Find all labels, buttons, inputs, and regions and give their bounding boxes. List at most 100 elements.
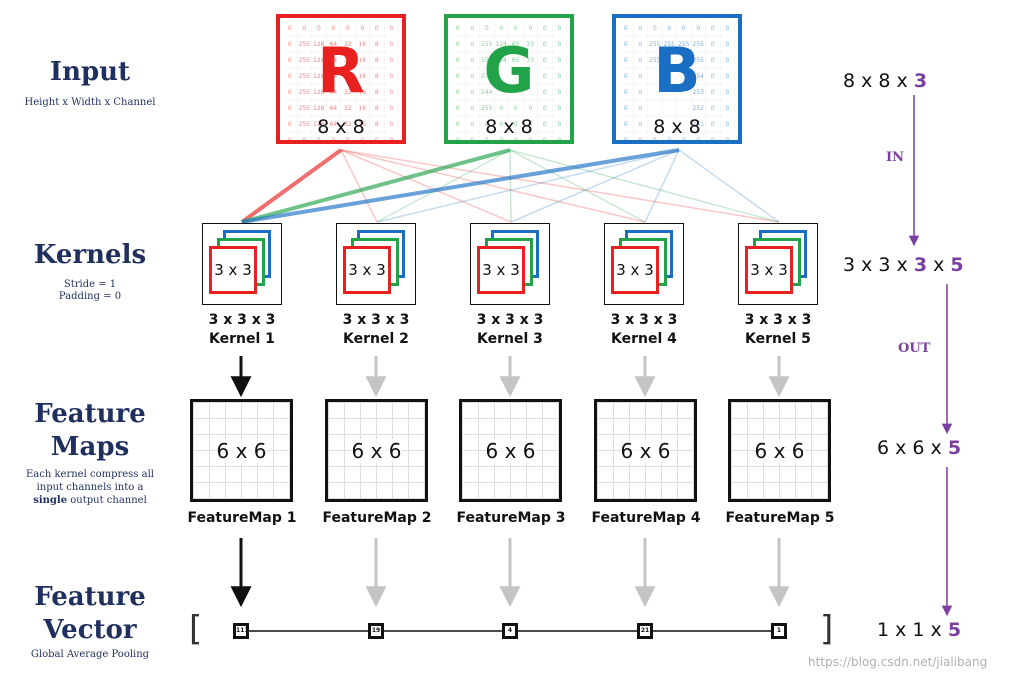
channel-value-cell: 8 bbox=[370, 69, 385, 85]
kernel-3-box: 3 x 3 bbox=[470, 223, 550, 305]
kernel-1-red-layer: 3 x 3 bbox=[209, 246, 257, 294]
channel-value-cell: 0 bbox=[385, 101, 400, 117]
channel-value-cell: 0 bbox=[480, 117, 495, 133]
channel-value-cell: 0 bbox=[312, 21, 327, 37]
channel-value-cell: 0 bbox=[283, 117, 298, 133]
channel-value-cell: 0 bbox=[538, 101, 553, 117]
vector-node-2: 19 bbox=[368, 623, 384, 639]
channel-value-cell: 0 bbox=[619, 85, 634, 101]
kernel-4-name: Kernel 4 bbox=[611, 331, 677, 347]
channel-value-cell: 0 bbox=[451, 69, 466, 85]
channel-value-cell: 155 bbox=[480, 53, 495, 69]
feature-map-1-dim: 6 x 6 bbox=[216, 438, 267, 463]
channel-value-cell: 0 bbox=[385, 37, 400, 53]
channel-value-cell: 128 bbox=[312, 85, 327, 101]
channel-value-cell: 8 bbox=[370, 37, 385, 53]
kernel-4-shape: 3 x 3 x 3 bbox=[610, 312, 678, 328]
channel-value-cell: 33 bbox=[524, 53, 539, 69]
channel-value-cell: 0 bbox=[480, 133, 495, 140]
vector-node-1: 111 bbox=[233, 623, 249, 639]
channel-value-cell: 0 bbox=[648, 133, 663, 140]
channel-value-cell: 128 bbox=[312, 53, 327, 69]
flow-label-in: IN bbox=[886, 150, 904, 165]
channel-value-cell: 0 bbox=[466, 85, 481, 101]
channel-value-cell: 255 bbox=[663, 37, 678, 53]
feature-map-3-dim: 6 x 6 bbox=[485, 438, 536, 463]
channel-value-cell: 128 bbox=[312, 69, 327, 85]
channel-value-cell: 32 bbox=[341, 53, 356, 69]
feature-map-5-box: 6 x 6 bbox=[728, 399, 831, 502]
channel-value-cell: 0 bbox=[283, 85, 298, 101]
channel-value-cell: 0 bbox=[634, 85, 649, 101]
channel-value-cell: 0 bbox=[706, 21, 721, 37]
channel-value-cell: 244 bbox=[480, 85, 495, 101]
channel-value-cell: 0 bbox=[721, 37, 736, 53]
channel-value-cell: 255 bbox=[298, 101, 313, 117]
channel-value-cell: 0 bbox=[385, 21, 400, 37]
feature-map-4-dim: 6 x 6 bbox=[620, 438, 671, 463]
dim-feature-maps-base: 6 x 6 x bbox=[877, 437, 948, 459]
feature-map-1-box: 6 x 6 bbox=[190, 399, 293, 502]
channel-value-cell: 0 bbox=[634, 117, 649, 133]
channel-value-cell: 0 bbox=[341, 21, 356, 37]
channel-value-cell: 0 bbox=[509, 133, 524, 140]
channel-r-letter: R bbox=[317, 34, 365, 107]
feature-map-2-name: FeatureMap 2 bbox=[322, 510, 432, 526]
channel-value-cell: 0 bbox=[706, 53, 721, 69]
channel-value-cell: 8 bbox=[370, 101, 385, 117]
channel-value-cell: 0 bbox=[553, 21, 568, 37]
channel-value-cell: 0 bbox=[356, 21, 371, 37]
channel-value-cell: 0 bbox=[721, 69, 736, 85]
channel-value-cell: 65 bbox=[509, 53, 524, 69]
feature-map-4-name: FeatureMap 4 bbox=[591, 510, 701, 526]
kernel-1-shape: 3 x 3 x 3 bbox=[208, 312, 276, 328]
channel-value-cell: 0 bbox=[466, 101, 481, 117]
channel-value-cell: 0 bbox=[538, 69, 553, 85]
channel-value-cell: 0 bbox=[524, 117, 539, 133]
channel-value-cell: 0 bbox=[634, 53, 649, 69]
channel-value-cell: 16 bbox=[356, 101, 371, 117]
faint-lines-blue bbox=[376, 149, 780, 223]
channel-value-cell: 0 bbox=[451, 117, 466, 133]
channel-value-cell: 128 bbox=[312, 101, 327, 117]
channel-value-cell: 0 bbox=[451, 21, 466, 37]
channel-value-cell: 0 bbox=[553, 85, 568, 101]
channel-value-cell: 0 bbox=[524, 21, 539, 37]
feature-maps-desc-1: Each kernel compress all bbox=[26, 469, 154, 480]
faint-lines-red bbox=[340, 149, 780, 223]
channel-value-cell: 0 bbox=[356, 133, 371, 140]
feature-maps-title-1: Feature bbox=[34, 399, 146, 429]
channel-value-cell: 0 bbox=[553, 101, 568, 117]
vector-node-3: 4 bbox=[502, 623, 518, 639]
channel-g-letter: G bbox=[483, 34, 535, 107]
channel-value-cell: 0 bbox=[283, 69, 298, 85]
feature-map-5-name: FeatureMap 5 bbox=[725, 510, 835, 526]
dim-feature-maps: 6 x 6 x 5 bbox=[877, 437, 961, 459]
channel-value-cell: 0 bbox=[619, 117, 634, 133]
channel-value-cell: 0 bbox=[648, 21, 663, 37]
dim-vector: 1 x 1 x 5 bbox=[877, 619, 961, 641]
dim-vector-count: 5 bbox=[947, 619, 962, 641]
channel-value-cell: 0 bbox=[327, 21, 342, 37]
channel-value-cell: 0 bbox=[466, 21, 481, 37]
channel-value-cell: 0 bbox=[385, 69, 400, 85]
input-title: Input bbox=[49, 57, 131, 87]
channel-value-cell: 16 bbox=[356, 117, 371, 133]
channel-value-cell: 252 bbox=[692, 101, 707, 117]
channel-value-cell: 16 bbox=[356, 69, 371, 85]
channel-value-cell: 0 bbox=[495, 21, 510, 37]
vector-node-5: 1 bbox=[771, 623, 787, 639]
channel-value-cell: 0 bbox=[706, 117, 721, 133]
channel-value-cell: 0 bbox=[634, 69, 649, 85]
channel-b-dim: 8 x 8 bbox=[653, 116, 701, 138]
vector-node-4: 21 bbox=[637, 623, 653, 639]
channel-value-cell: 16 bbox=[356, 37, 371, 53]
feature-vector-title-2: Vector bbox=[43, 615, 137, 645]
channel-value-cell: 0 bbox=[663, 21, 678, 37]
channel-value-cell: 124 bbox=[495, 53, 510, 69]
kernel-3-name: Kernel 3 bbox=[477, 331, 543, 347]
channel-value-cell: 255 bbox=[298, 69, 313, 85]
